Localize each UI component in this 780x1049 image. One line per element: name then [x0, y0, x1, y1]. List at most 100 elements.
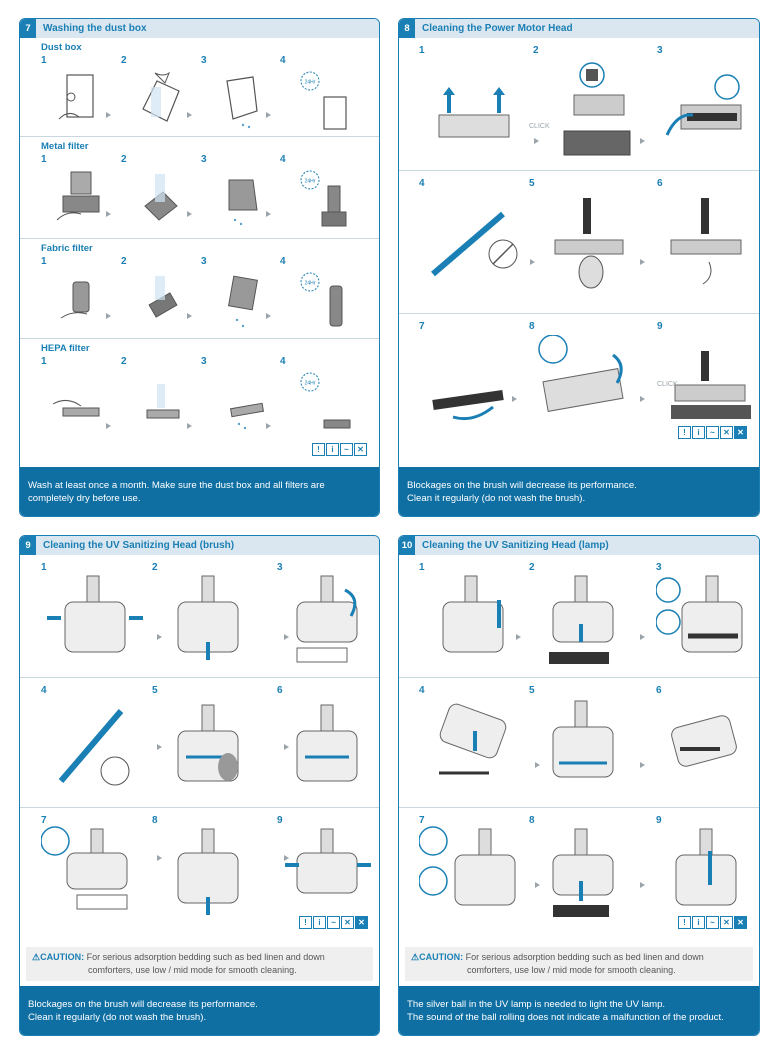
- rinse-illustration: [142, 71, 180, 122]
- lamp-cover-attach-illustration: [552, 828, 614, 917]
- arrow-icon: [106, 423, 111, 429]
- shake-illustration: [229, 402, 265, 430]
- caution-label: CAUTION:: [419, 952, 464, 962]
- safety-icons: ! i ~ ✕ ✕: [678, 426, 747, 439]
- shake-illustration: [228, 179, 258, 226]
- step-number: 3: [201, 256, 207, 267]
- motor-head-illustration: [438, 87, 510, 138]
- section-fabric-filter: Fabric filter 1 2 3 4: [20, 239, 379, 339]
- panel-header: 10 Cleaning the UV Sanitizing Head (lamp…: [399, 536, 759, 555]
- uv-head-release-illustration: [47, 575, 143, 653]
- section-title: Metal filter: [41, 141, 89, 152]
- step: 1: [419, 562, 529, 672]
- step: 6: [657, 178, 757, 308]
- step-number: 1: [41, 55, 47, 66]
- step: 7: [419, 321, 519, 441]
- manual-icon: i: [313, 916, 326, 929]
- reattach-cover-illustration: [671, 351, 751, 419]
- hepa-filter-illustration: [52, 400, 100, 417]
- step-number: 1: [419, 45, 425, 56]
- lamp-remove-illustration: [656, 575, 743, 653]
- step: 2: [152, 562, 262, 672]
- svg-text:24Hr: 24Hr: [305, 281, 316, 287]
- step: 2: [121, 256, 201, 346]
- step: 3: [201, 154, 281, 244]
- panel-washing-dust-box: 7 Washing the dust box Dust box 1 2 3: [19, 18, 380, 517]
- step: 5: [529, 685, 639, 805]
- panel-number: 8: [399, 19, 415, 38]
- warning-icon: ⚠: [32, 952, 41, 962]
- panel-footer: The silver ball in the UV lamp is needed…: [399, 986, 759, 1035]
- step: 1: [41, 256, 121, 346]
- arrow-icon: [284, 855, 289, 861]
- no-dryer-icon: ✕: [341, 916, 354, 929]
- step-number: 2: [121, 256, 127, 267]
- step: 3: [201, 256, 281, 346]
- step: 9 CLICK: [657, 321, 757, 441]
- section-title: Dust box: [41, 42, 82, 53]
- manual-icon: i: [692, 426, 705, 439]
- fabric-filter-illustration: [60, 281, 90, 319]
- step: 3: [657, 45, 757, 165]
- step: 6: [277, 685, 377, 805]
- manual-icon: i: [692, 916, 705, 929]
- step: 1: [41, 562, 151, 672]
- footer-line: completely dry before use.: [28, 492, 141, 504]
- step-number: 3: [656, 562, 662, 573]
- rinse-illustration: [146, 384, 180, 419]
- svg-text:24Hr: 24Hr: [305, 381, 316, 387]
- step-number: 4: [280, 154, 286, 165]
- safety-icons: ! i ~ ✕: [312, 443, 367, 456]
- footer-line: The silver ball in the UV lamp is needed…: [407, 998, 666, 1010]
- step-row-2: 4 5 6: [399, 678, 759, 808]
- step: 2: [121, 55, 201, 145]
- step-number: 8: [152, 815, 158, 826]
- caution-note: ⚠CAUTION: For serious adsorption bedding…: [405, 947, 753, 981]
- safety-icons: ! i ~ ✕ ✕: [299, 916, 368, 929]
- arrow-icon: [516, 634, 521, 640]
- step: 2: [121, 154, 201, 244]
- step: 4: [419, 685, 529, 805]
- shake-illustration: [227, 275, 259, 328]
- dry-24hr-illustration: 24Hr: [300, 170, 347, 227]
- lamp-reinsert-illustration: [419, 826, 516, 906]
- step: 5: [152, 685, 262, 805]
- uv-end-cap-illustration: [177, 704, 239, 782]
- shake-illustration: [226, 76, 258, 129]
- step: 8: [152, 815, 262, 935]
- cut-hair-illustration: [58, 709, 130, 786]
- step: 4 24Hr: [280, 154, 360, 244]
- step-number: 3: [277, 562, 283, 573]
- arrow-icon: [106, 211, 111, 217]
- arrow-icon: [640, 762, 645, 768]
- step-number: 7: [419, 321, 425, 332]
- arrow-icon: [187, 313, 192, 319]
- uv-brush-remove-illustration: [296, 575, 358, 663]
- lamp-release-illustration: [442, 575, 504, 653]
- arrow-icon: [187, 211, 192, 217]
- step-row-1: 1 2 3: [399, 555, 759, 678]
- no-dryer-icon: ✕: [720, 916, 733, 929]
- arrow-icon: [157, 634, 162, 640]
- caution-note: ⚠CAUTION: For serious adsorption bedding…: [26, 947, 373, 981]
- dust-box-illustration: [58, 74, 94, 120]
- step-row-1: 1 2 3: [20, 555, 379, 678]
- step: 7: [41, 815, 151, 935]
- step-row-3: 7 8 9 !: [20, 808, 379, 938]
- step: 7: [419, 815, 529, 935]
- step: 9: [656, 815, 756, 935]
- warning-icon: !: [299, 916, 312, 929]
- no-heat-icon: ~: [327, 916, 340, 929]
- step-number: 4: [280, 256, 286, 267]
- no-wash-icon: ✕: [734, 916, 747, 929]
- lamp-take-out-illustration: [439, 703, 507, 775]
- step-number: 4: [41, 685, 47, 696]
- no-heat-icon: ~: [340, 443, 353, 456]
- section-hepa-filter: HEPA filter 1 2 3 4: [20, 339, 379, 467]
- step-number: 3: [201, 154, 207, 165]
- caution-text: For serious adsorption bedding such as b…: [86, 952, 325, 962]
- step: 2: [121, 356, 201, 446]
- step-row-2: 4 5 6: [399, 171, 759, 314]
- panel-footer: Blockages on the brush will decrease its…: [399, 467, 759, 516]
- step-number: 2: [529, 562, 535, 573]
